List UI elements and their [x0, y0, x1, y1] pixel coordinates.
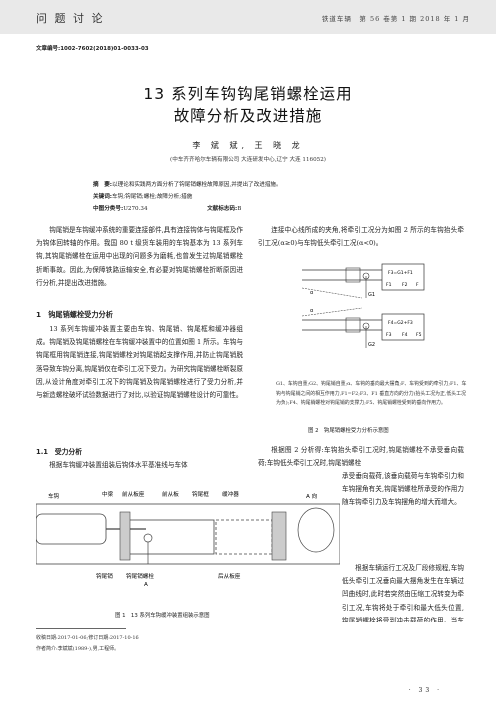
- figure-1-caption: 图 1 13 系列车钩缓冲装置组装示意图: [115, 613, 210, 619]
- g1-label: G1: [368, 292, 375, 298]
- subsection-1-1-paragraph: 根据车钩缓冲装置组装后钩体水平基准线与车体: [49, 461, 188, 469]
- footnote-received: 收稿日期:2017-01-06;修订日期:2017-10-16: [36, 635, 139, 641]
- label-front-stop: 前从板座: [122, 490, 145, 498]
- footnote-author: 作者简介:李斌斌(1989-),男,工程师。: [36, 646, 120, 652]
- label-front-follower: 前从板: [162, 490, 179, 498]
- coupler-key-circle: [143, 533, 153, 543]
- doc-code-label: 文献标志码:: [207, 206, 238, 212]
- alpha-label-bottom: α: [310, 308, 314, 314]
- label-key-bolt: 钩尾销螺栓: [126, 572, 154, 580]
- yoke-frame-top: [381, 263, 425, 291]
- label-a-view: A 向: [306, 492, 318, 500]
- f-label-top: F: [416, 282, 419, 288]
- section-label: 问 题 讨 论: [36, 12, 105, 25]
- label-yoke: 钩尾框: [192, 490, 209, 498]
- label-center-sill: 中梁: [102, 490, 114, 498]
- top-equation: F3=G1+F1: [388, 270, 413, 276]
- classification: 中图分类号:U270.34 文献标志码:B: [93, 204, 241, 212]
- keywords-text: 车钩;钩尾销;螺栓;故障分析;措施: [112, 194, 193, 200]
- clc-label: 中图分类号:: [93, 206, 124, 212]
- affiliation: (中车齐齐哈尔车辆有限公司 大连研发中心,辽宁 大连 116052): [170, 157, 326, 163]
- label-coupler: 车钩: [48, 492, 60, 500]
- yoke-outline: [127, 519, 215, 555]
- coupler-head: [36, 513, 107, 545]
- subsection-1-1-heading: 1.1 受力分析: [36, 448, 83, 456]
- intro-paragraph: 钩尾销是车钩缓冲系统的重要连接部件,具有连接钩体与钩尾框及作为钩体回转轴的作用。…: [36, 226, 243, 287]
- doc-code-value: B: [237, 206, 242, 212]
- figure-2-legend: G1、车钩自重;G2、钩尾销自重;α、车钩的垂向最大摆角;F、车钩受到的牵引力;…: [276, 381, 467, 406]
- figure-2-force-diagram: α G1 F3=G1+F1 F1 F2 F α G2 F4=G2+F3 F3 F…: [301, 263, 425, 348]
- center-sill-outline: [36, 503, 340, 565]
- abstract-label: 摘 要:: [93, 182, 113, 188]
- f4-label: F4: [402, 332, 408, 338]
- front-stop-block: [119, 511, 131, 561]
- footnote-rule: [36, 628, 126, 629]
- title-line-1: 13 系列车钩钩尾销螺栓运用: [143, 85, 353, 103]
- right-load-paragraph: 承受垂向载荷,该垂向载荷与车钩牵引力和车钩摆角有关,钩尾销螺栓所承受的作用力随车…: [342, 472, 464, 507]
- draft-gear-outline: [215, 519, 273, 555]
- figure-2-caption: 图 2 钩尾销螺栓受力分析示意图: [308, 428, 389, 434]
- title-line-2: 故障分析及改进措施: [173, 107, 323, 125]
- authors: 李 斌 斌, 王 晓 龙: [192, 141, 304, 150]
- label-coupler-key: 钩尾销: [96, 572, 113, 580]
- clc-value: U270.34: [123, 206, 148, 212]
- yoke-block-2: [345, 317, 361, 333]
- label-a-marker: A: [144, 582, 148, 588]
- alpha-line-bottom: [301, 307, 363, 317]
- bottom-equation: F4=G2+F3: [388, 320, 413, 326]
- journal-info: 铁道车辆 第 56 卷第 1 期 2018 年 1 月: [321, 15, 470, 23]
- a-view-detail: [297, 507, 335, 553]
- f5-label: F5: [416, 332, 422, 338]
- alpha-label-top: α: [310, 290, 314, 296]
- keywords: 关键词:车钩;钩尾销;螺栓;故障分析;措施: [93, 192, 192, 200]
- journal-header-bar: [0, 0, 496, 34]
- g2-label: G2: [368, 342, 375, 348]
- right-condition-paragraph: 根据车辆运行工况及厂段修规程,车钩低头牵引工况垂向最大摆角发生在车辆过凹曲线时,…: [342, 564, 464, 622]
- yoke-block: [345, 267, 361, 283]
- right-column-paragraph: 连接中心线所成的夹角,将牵引工况分为如图 2 所示的车钩抬头牵引工况(α≥0)与…: [258, 226, 464, 248]
- figure-1-assembly-diagram: 车钩 中梁 前从板座 前从板 钩尾框 缓冲器 A 向 钩尾销 钩尾销螺栓 A 后…: [36, 490, 340, 588]
- section-1-paragraph: 13 系列车钩缓冲装置主要由车钩、钩尾销、钩尾框和缓冲器组成。钩尾销及钩尾销螺栓…: [36, 325, 243, 400]
- abstract-text: 以理论和实践两方面分析了钩尾销螺栓故障原因,并提出了改进措施。: [112, 182, 282, 188]
- right-analysis-paragraph: 根据图 2 分析得:车钩抬头牵引工况时,钩尾销螺栓不承受垂向载荷;车钩低头牵引工…: [258, 446, 464, 468]
- f1-label-top: F1: [386, 282, 392, 288]
- label-rear-stop: 后从板座: [218, 572, 241, 580]
- article-number: 文章编号:1002-7602(2018)01-0033-03: [36, 46, 149, 52]
- f2-label-top: F2: [402, 282, 408, 288]
- page-number: · 33 ·: [408, 687, 442, 694]
- f3-label: F3: [386, 332, 392, 338]
- rear-stop-block: [271, 511, 287, 561]
- alpha-line-top: [301, 287, 363, 299]
- keywords-label: 关键词:: [93, 194, 113, 200]
- label-buffer: 缓冲器: [222, 490, 239, 498]
- yoke-frame-bottom: [381, 313, 425, 341]
- section-1-heading: 1 钩尾销螺栓受力分析: [36, 310, 113, 319]
- abstract: 摘 要:以理论和实践两方面分析了钩尾销螺栓故障原因,并提出了改进措施。: [93, 180, 282, 188]
